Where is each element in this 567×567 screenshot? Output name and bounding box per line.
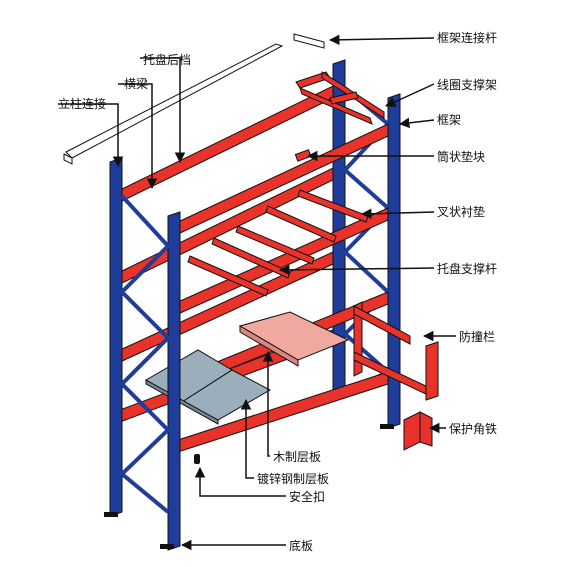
leader-lines — [58, 34, 456, 551]
frame-connector-rod-shape — [63, 33, 325, 165]
front-left-upright — [104, 157, 123, 517]
wire-coil-support-shape — [295, 71, 385, 125]
label-wood-deck: 木制层板 — [273, 450, 321, 464]
label-pallet-back-stop: 托盘后档 — [143, 52, 191, 67]
label-galvanized-steel-deck: 镀锌钢制层板 — [257, 472, 329, 486]
pallet-support-bar-shapes — [187, 149, 369, 297]
label-fork-pad: 叉状衬垫 — [437, 204, 485, 219]
label-frame-connector-rod: 框架连接杆 — [437, 30, 497, 45]
label-guard-rail: 防撞栏 — [459, 329, 495, 344]
label-wire-coil-support: 线圈支撑架 — [437, 77, 497, 92]
label-tube-spacer-block: 筒状垫块 — [437, 149, 485, 164]
label-safety-pin: 安全扣 — [289, 489, 325, 504]
guard-rail-shape — [353, 301, 439, 401]
label-corner-protector: 保护角铁 — [449, 422, 497, 436]
safety-pin-shape — [194, 454, 200, 464]
front-frame-bracing — [118, 194, 171, 514]
front-right-upright — [160, 211, 181, 551]
label-frame: 框架 — [437, 113, 461, 127]
corner-protector-shape — [403, 411, 433, 451]
label-column-connector: 立柱连接 — [58, 96, 106, 111]
label-base-plate: 底板 — [289, 538, 313, 553]
label-crossbeam: 横梁 — [124, 76, 148, 91]
back-right-upright — [380, 93, 401, 429]
label-pallet-support-bar: 托盘支撑杆 — [437, 261, 497, 276]
